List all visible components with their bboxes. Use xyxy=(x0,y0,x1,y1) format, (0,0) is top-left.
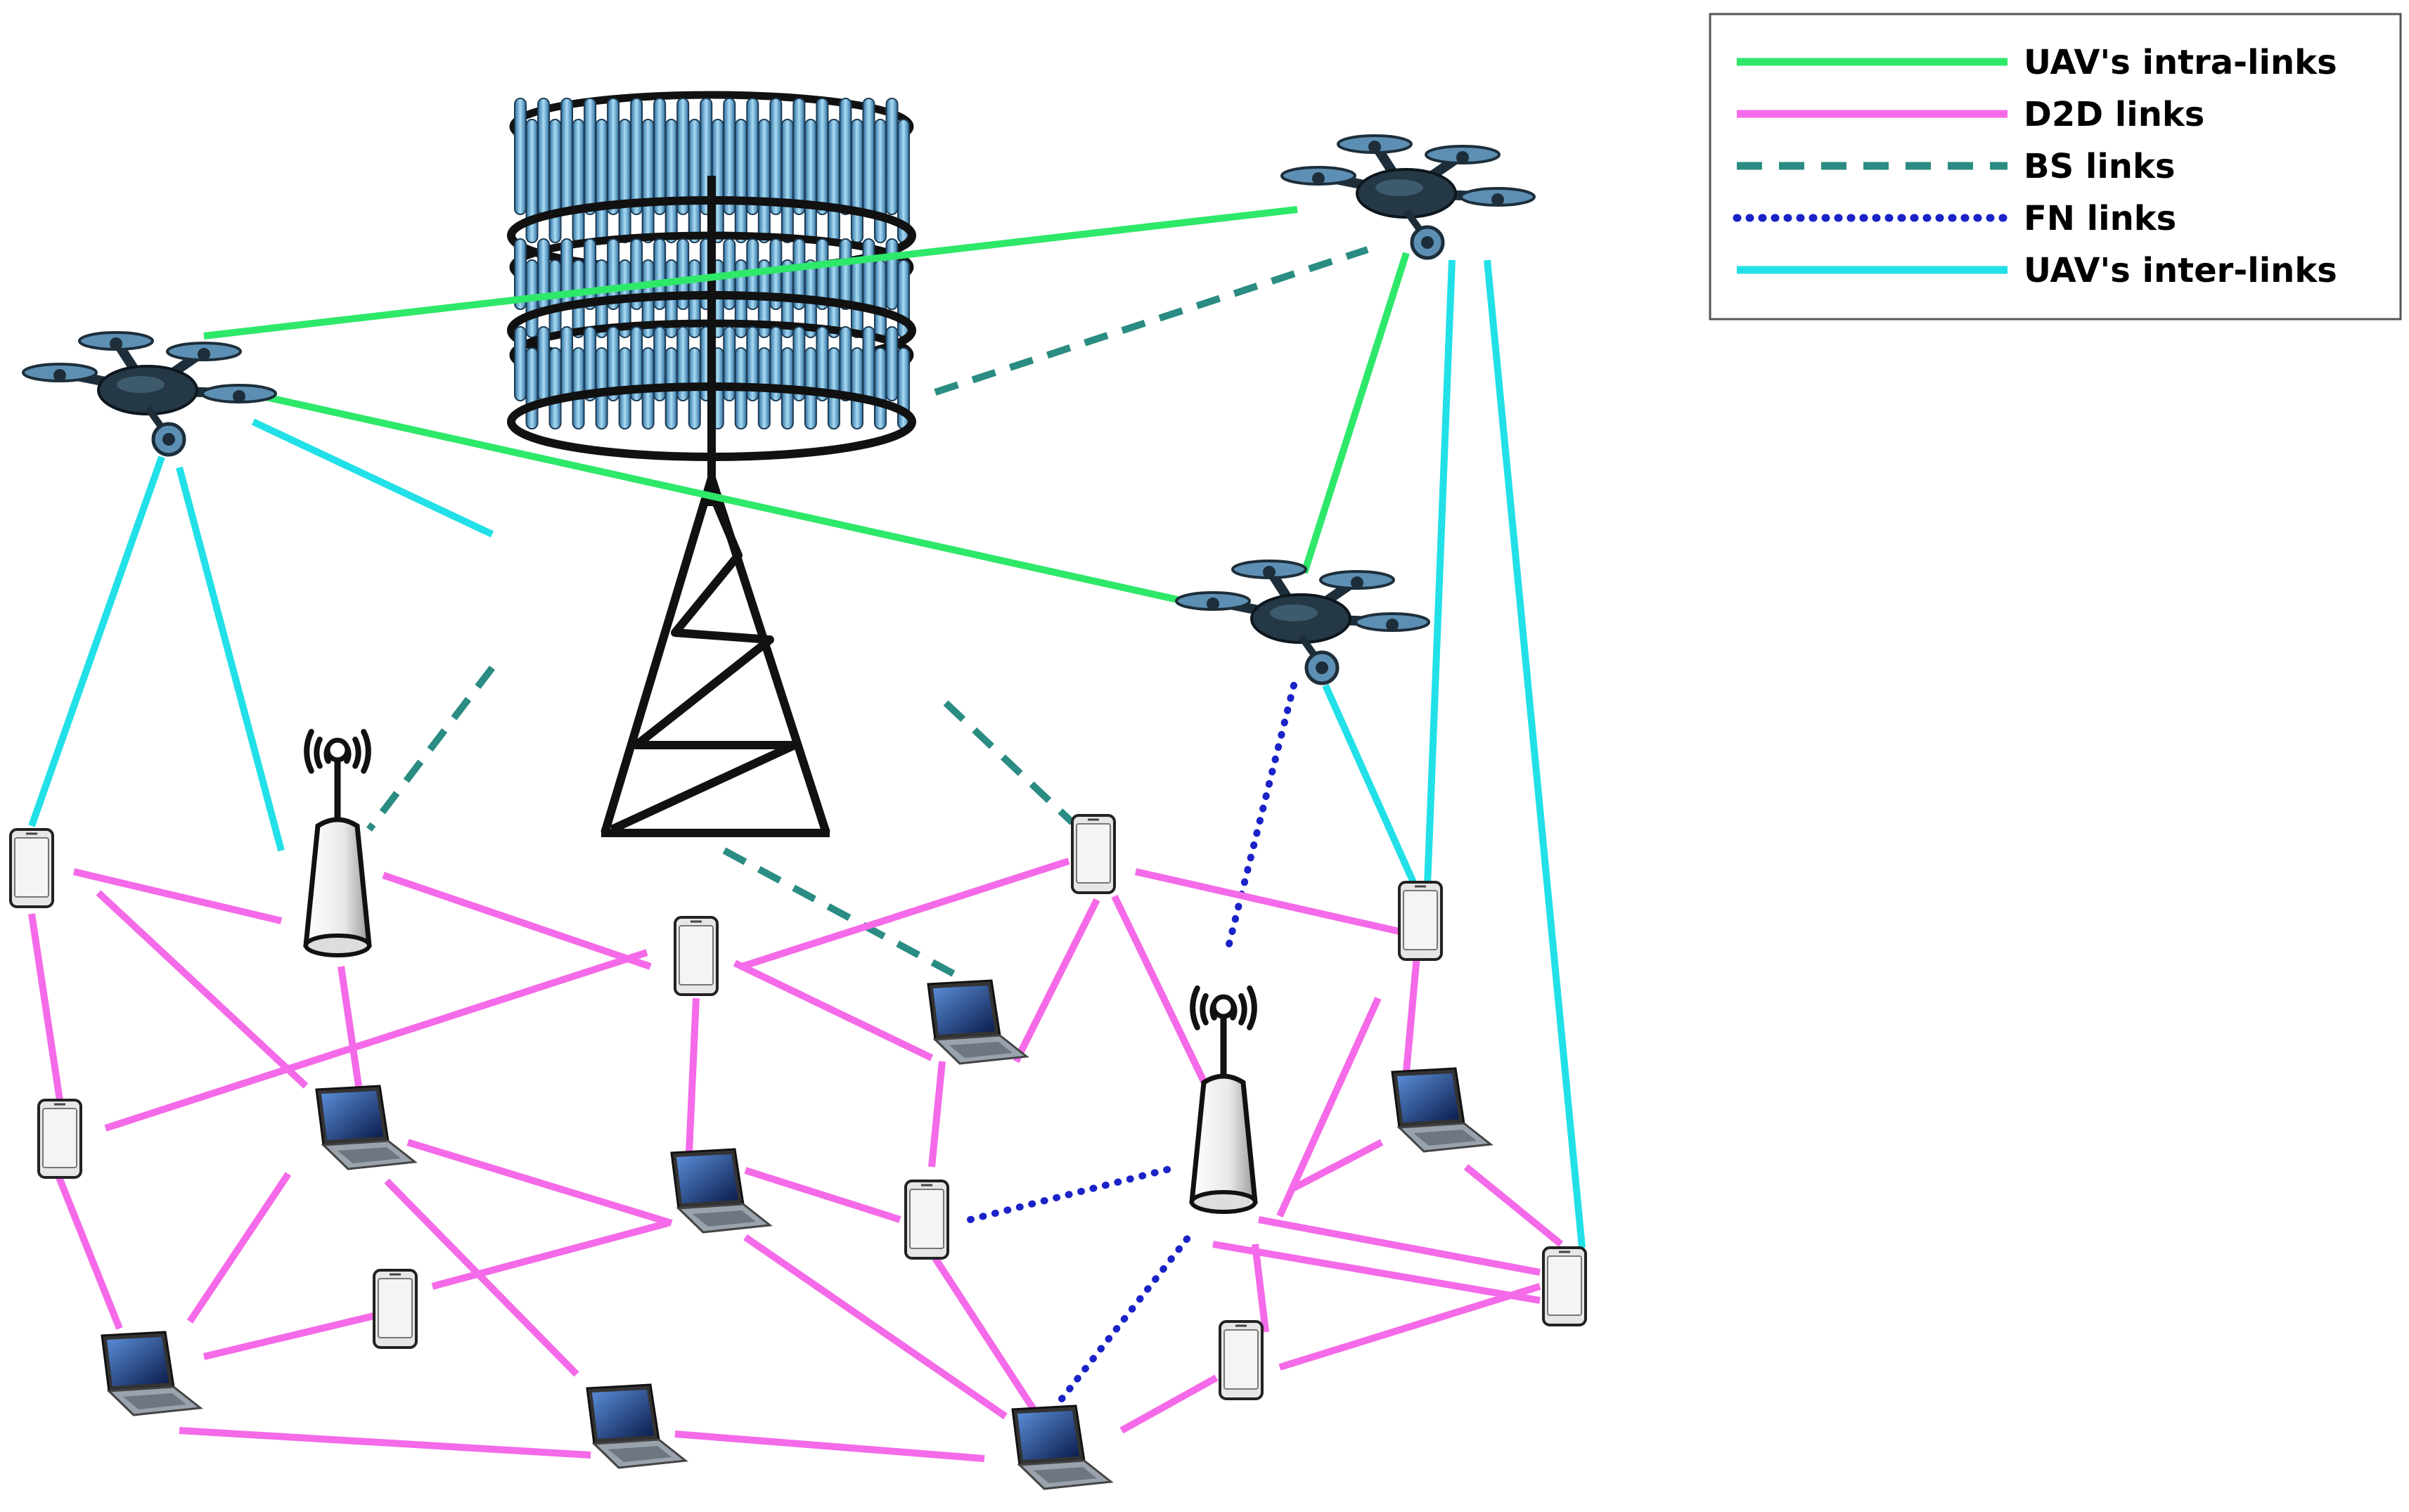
smartphone-icon xyxy=(1071,814,1116,894)
wireless-router-icon xyxy=(1189,985,1258,1214)
uav-intra-link xyxy=(1301,252,1410,574)
legend-label: FN links xyxy=(2024,199,2176,238)
legend-item: FN links xyxy=(1733,199,2176,238)
d2d-link xyxy=(1403,955,1420,1073)
links-layer xyxy=(28,206,1586,1462)
d2d-link xyxy=(96,890,309,1089)
laptop-icon xyxy=(101,1331,203,1416)
fn-link xyxy=(1223,682,1297,956)
d2d-link xyxy=(1278,1283,1541,1371)
uav-intra-link xyxy=(203,206,1298,340)
d2d-link xyxy=(384,1178,579,1377)
d2d-link xyxy=(686,997,700,1154)
d2d-link xyxy=(1111,894,1213,1095)
bs-link xyxy=(943,700,1075,825)
laptop-icon xyxy=(315,1085,418,1170)
d2d-link xyxy=(179,1427,591,1459)
d2d-link xyxy=(406,1139,673,1227)
fn-link xyxy=(967,1163,1181,1223)
d2d-link xyxy=(431,1220,669,1290)
uav-inter-link xyxy=(1322,683,1417,884)
laptop-icon xyxy=(670,1148,773,1234)
d2d-link xyxy=(928,1061,946,1168)
laptop-icon xyxy=(1011,1404,1114,1490)
antenna-array-1 xyxy=(507,91,916,275)
d2d-link xyxy=(1276,996,1382,1218)
smartphone-icon xyxy=(904,1180,949,1260)
d2d-link xyxy=(1258,1216,1541,1276)
antenna-array-3 xyxy=(507,319,916,461)
laptops xyxy=(101,979,1493,1490)
smartphone-icon xyxy=(373,1269,418,1349)
d2d-link xyxy=(1212,1241,1541,1304)
legend-label: UAV's intra-links xyxy=(2024,43,2337,82)
legend-label: BS links xyxy=(2024,147,2175,186)
d2d-link xyxy=(1013,898,1100,1064)
d2d-link xyxy=(28,913,63,1101)
d2d-link xyxy=(186,1172,292,1324)
d2d-link xyxy=(1119,1374,1219,1434)
legend-label: UAV's inter-links xyxy=(2024,251,2337,290)
uav-inter-link xyxy=(1424,259,1456,886)
legend-item: D2D links xyxy=(1737,95,2204,134)
d2d-link xyxy=(382,872,652,970)
smartphone-icon xyxy=(674,916,719,996)
d2d-link xyxy=(740,858,1070,970)
d2d-link xyxy=(674,1430,985,1462)
bs-link xyxy=(934,246,1369,396)
smartphone-icon xyxy=(1219,1320,1264,1400)
fog-nodes xyxy=(303,728,1258,1214)
uav-inter-link xyxy=(28,455,165,827)
smartphone-icon xyxy=(1542,1246,1587,1326)
d2d-link xyxy=(932,1256,1037,1411)
drone-icon xyxy=(1175,560,1430,685)
d2d-link xyxy=(53,1169,123,1330)
bs-link xyxy=(366,665,495,832)
d2d-link xyxy=(104,949,648,1132)
uavs xyxy=(22,134,1536,685)
d2d-link xyxy=(1463,1164,1564,1247)
d2d-link xyxy=(338,966,362,1087)
d2d-link xyxy=(733,959,934,1061)
d2d-link xyxy=(1252,1243,1269,1333)
laptop-icon xyxy=(1391,1067,1493,1153)
uav-inter-link xyxy=(176,466,285,852)
laptop-icon xyxy=(927,979,1029,1065)
smartphone-icon xyxy=(9,828,54,908)
uav-inter-link xyxy=(251,418,494,538)
d2d-link xyxy=(744,1167,901,1223)
uav-inter-link xyxy=(1484,259,1586,1248)
drone-icon xyxy=(22,331,277,457)
legend-item: BS links xyxy=(1737,147,2175,186)
legend-item: UAV's intra-links xyxy=(1737,43,2337,82)
d2d-link xyxy=(72,868,283,924)
smartphone-icon xyxy=(37,1099,82,1179)
uav-intra-link xyxy=(255,392,1207,609)
laptop-icon xyxy=(586,1383,688,1469)
legend-item: UAV's inter-links xyxy=(1737,251,2337,290)
bs-link xyxy=(722,847,962,981)
d2d-link xyxy=(1292,1139,1384,1191)
drone-icon xyxy=(1280,134,1536,260)
legend-label: D2D links xyxy=(2024,95,2204,134)
fn-link xyxy=(1058,1234,1192,1402)
smartphone-icon xyxy=(1398,881,1443,961)
wireless-router-icon xyxy=(303,728,372,957)
d2d-link xyxy=(203,1311,381,1360)
d2d-link xyxy=(743,1234,1008,1420)
d2d-link xyxy=(1134,868,1401,935)
smartphones xyxy=(9,814,1587,1400)
